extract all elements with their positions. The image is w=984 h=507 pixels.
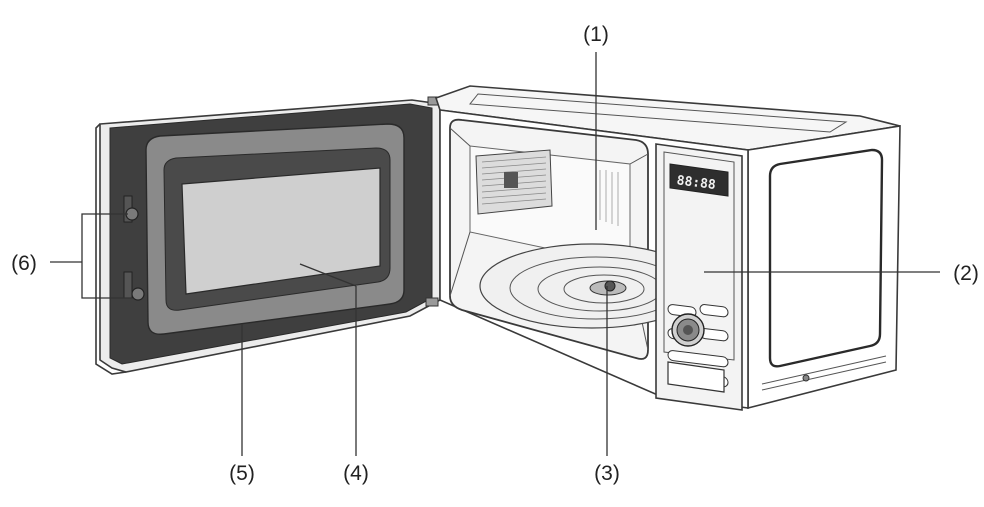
- leader-line-4-tip: [299, 263, 357, 287]
- callout-label-1: (1): [583, 23, 609, 46]
- door-edge: [95, 123, 127, 375]
- callout-label-2: (2): [953, 262, 979, 285]
- callout-label-5: (5): [229, 462, 255, 485]
- callout-label-3: (3): [594, 462, 620, 485]
- door-latch-hooks: [123, 195, 145, 301]
- control-panel-frame: [655, 143, 743, 411]
- side-panel-recess: [768, 148, 884, 368]
- oven-cavity: [449, 118, 705, 360]
- control-button: [699, 304, 729, 318]
- door: [95, 96, 441, 375]
- callout-labels: (1) (2) (3) (4) (5) (6): [11, 23, 979, 485]
- leader-lines: [50, 52, 940, 456]
- display-screen: [669, 163, 729, 197]
- side-vent-line: [761, 355, 887, 385]
- leader-bracket-6: [81, 213, 132, 299]
- display-readout: 88:88: [676, 173, 717, 193]
- callout-label-4: (4): [343, 462, 369, 485]
- door-hinge-bottom: [425, 297, 439, 307]
- door-glass-window: [181, 167, 381, 295]
- door-release-block: [667, 361, 725, 393]
- cavity-right-vents: [599, 170, 619, 226]
- control-knob: [671, 313, 705, 347]
- callout-label-6: (6): [11, 252, 37, 275]
- body-top-inset: [469, 93, 848, 133]
- control-button: [667, 350, 729, 368]
- side-screw: [802, 374, 810, 382]
- turntable: [479, 243, 705, 329]
- control-panel: 88:88: [655, 143, 743, 411]
